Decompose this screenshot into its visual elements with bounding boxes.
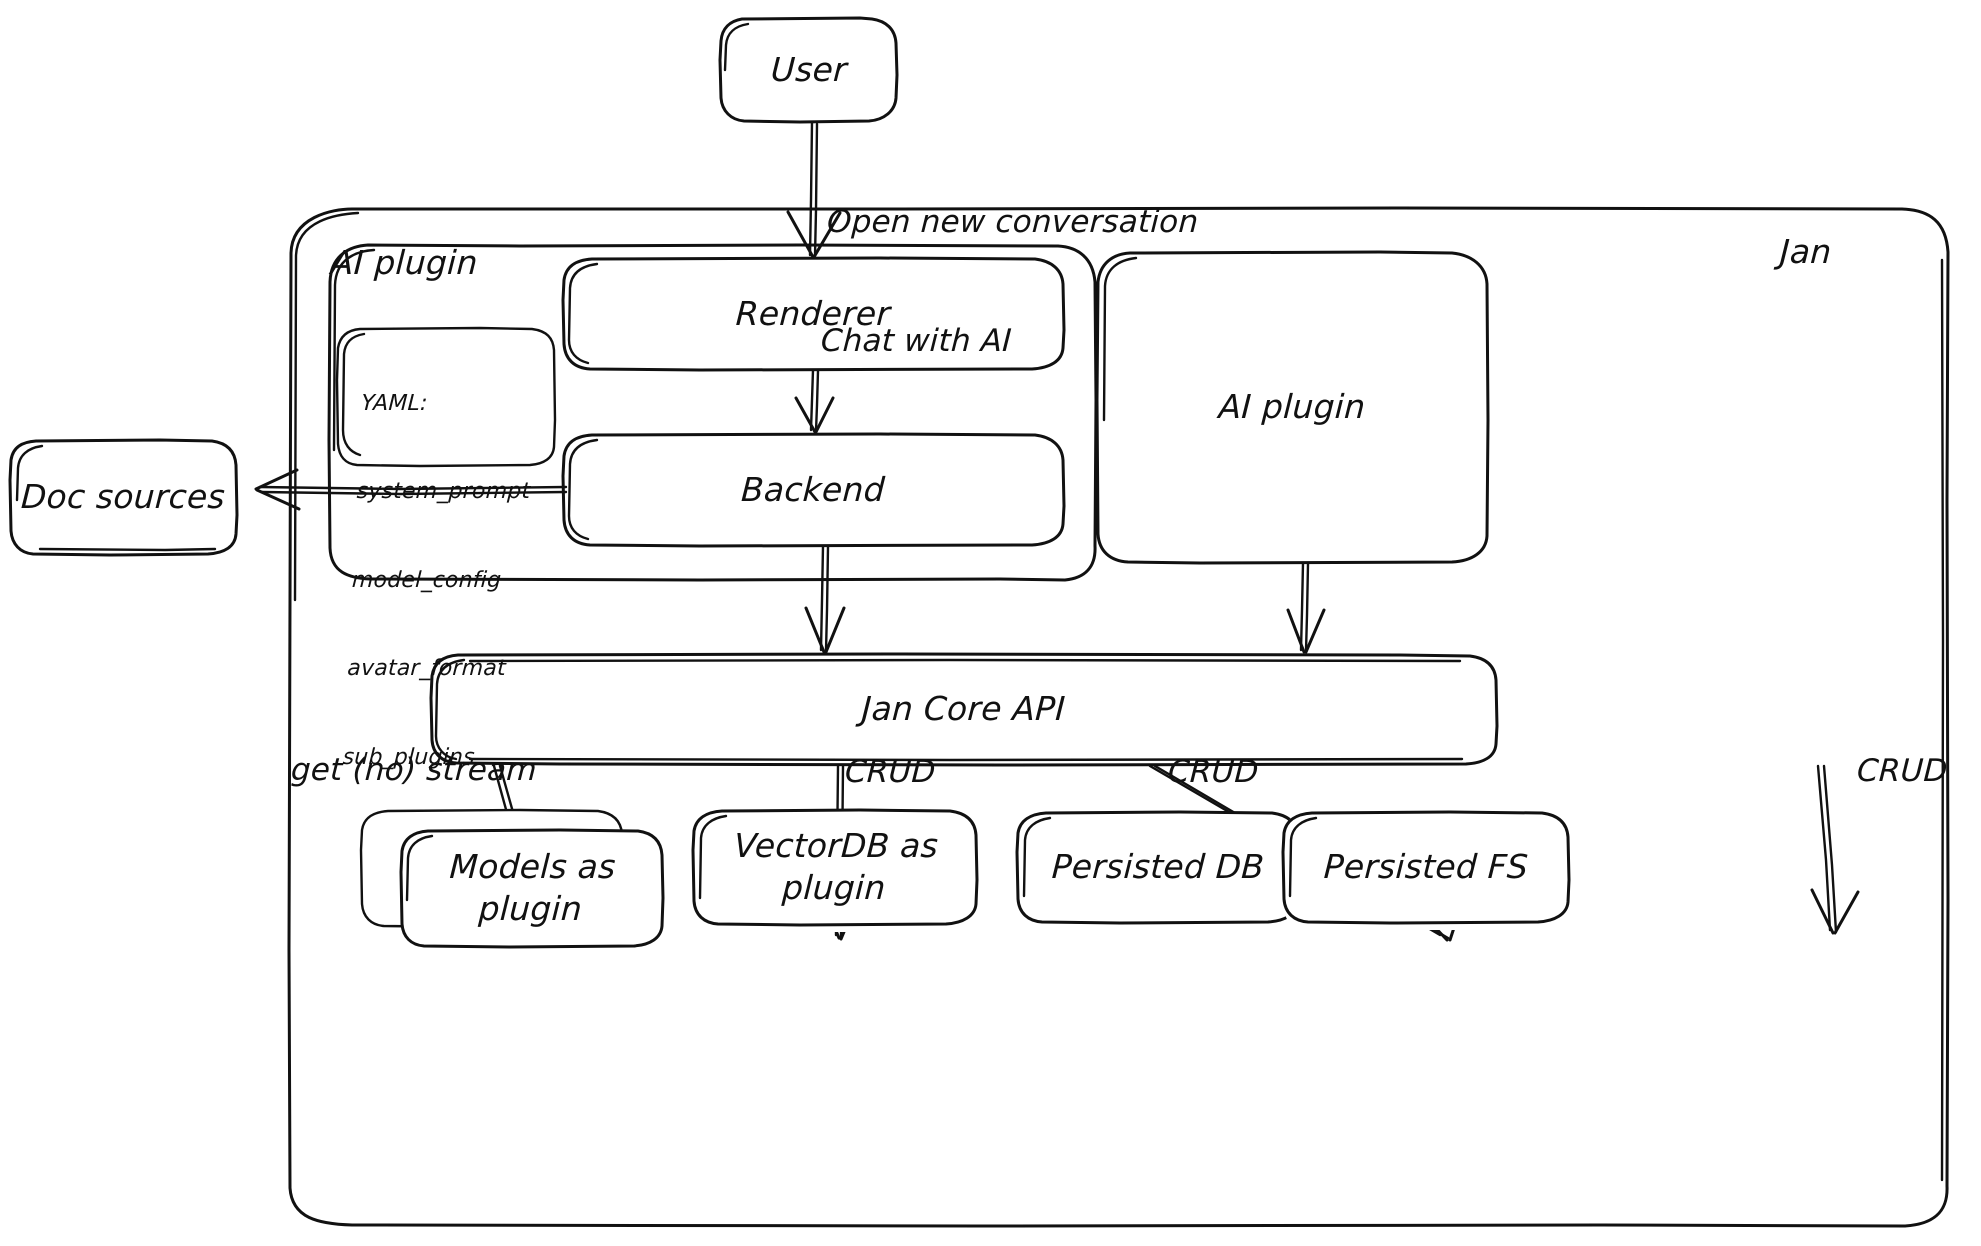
arrow-ai-plugin-to-core-api: [1286, 561, 1326, 654]
ai-plugin-group-shape: [327, 243, 1098, 582]
yaml-note-key-1: model_config: [351, 567, 502, 593]
user-node-label: User: [769, 50, 849, 90]
vectordb-as-plugin-text: VectorDB as plugin: [733, 825, 940, 907]
backend-node-label: Backend: [740, 469, 886, 509]
user-box-shape: [718, 16, 900, 124]
arrow-backend-to-doc-sources: [254, 468, 568, 511]
persisted-fs-box-shape: [1281, 810, 1571, 930]
edge-label-user-flow-line2: Chat with AI: [819, 323, 1013, 360]
models-as-plugin-node-label: Models as plugin: [398, 830, 665, 946]
yaml-note-key-2: avatar_format: [346, 656, 507, 682]
arrow-backend-to-core-api: [804, 544, 846, 654]
arrow-core-api-to-persisted-fs: [1810, 764, 1860, 935]
persisted-fs-node-label: Persisted FS: [1322, 846, 1530, 886]
vectordb-as-plugin-box-shape: [691, 808, 979, 932]
persisted-db-node-label: Persisted DB: [1050, 846, 1266, 886]
yaml-note-header: YAML:: [360, 390, 429, 416]
arrow-renderer-to-backend: [794, 368, 835, 434]
edge-label-user-flow-line1: Open new conversation: [826, 204, 1200, 241]
edge-label-get-no-stream: get (no) stream: [290, 752, 538, 788]
jan-core-api-box-shape: [429, 652, 1509, 772]
models-as-plugin-text: Models as plugin: [448, 846, 617, 928]
yaml-note-key-0: system_prompt: [355, 479, 531, 505]
yaml-note-box-shape: [335, 326, 557, 474]
jan-container-label: Jan: [1779, 232, 1833, 271]
renderer-box-shape: [561, 256, 1066, 376]
arrow-user-to-renderer: [786, 120, 842, 259]
models-as-plugin-box-shape: [359, 808, 665, 954]
edge-label-crud-vectordb: CRUD: [844, 754, 937, 790]
vectordb-as-plugin-node-label: VectorDB as plugin: [690, 810, 980, 924]
jan-container-shape: [287, 206, 1950, 1228]
edge-label-crud-persisted-fs: CRUD: [1856, 753, 1949, 789]
jan-core-api-node-label: Jan Core API: [860, 688, 1067, 728]
ai-plugin-group-label: AI plugin: [330, 243, 479, 282]
edge-label-user-flow: Open new conversation Chat with AI: [816, 124, 1204, 441]
edge-label-crud-persisted-db: CRUD: [1167, 754, 1260, 790]
doc-sources-box-shape: [8, 438, 239, 562]
doc-sources-node-label: Doc sources: [20, 476, 227, 516]
backend-box-shape: [561, 432, 1066, 552]
ai-plugin-box-shape: [1095, 250, 1490, 580]
